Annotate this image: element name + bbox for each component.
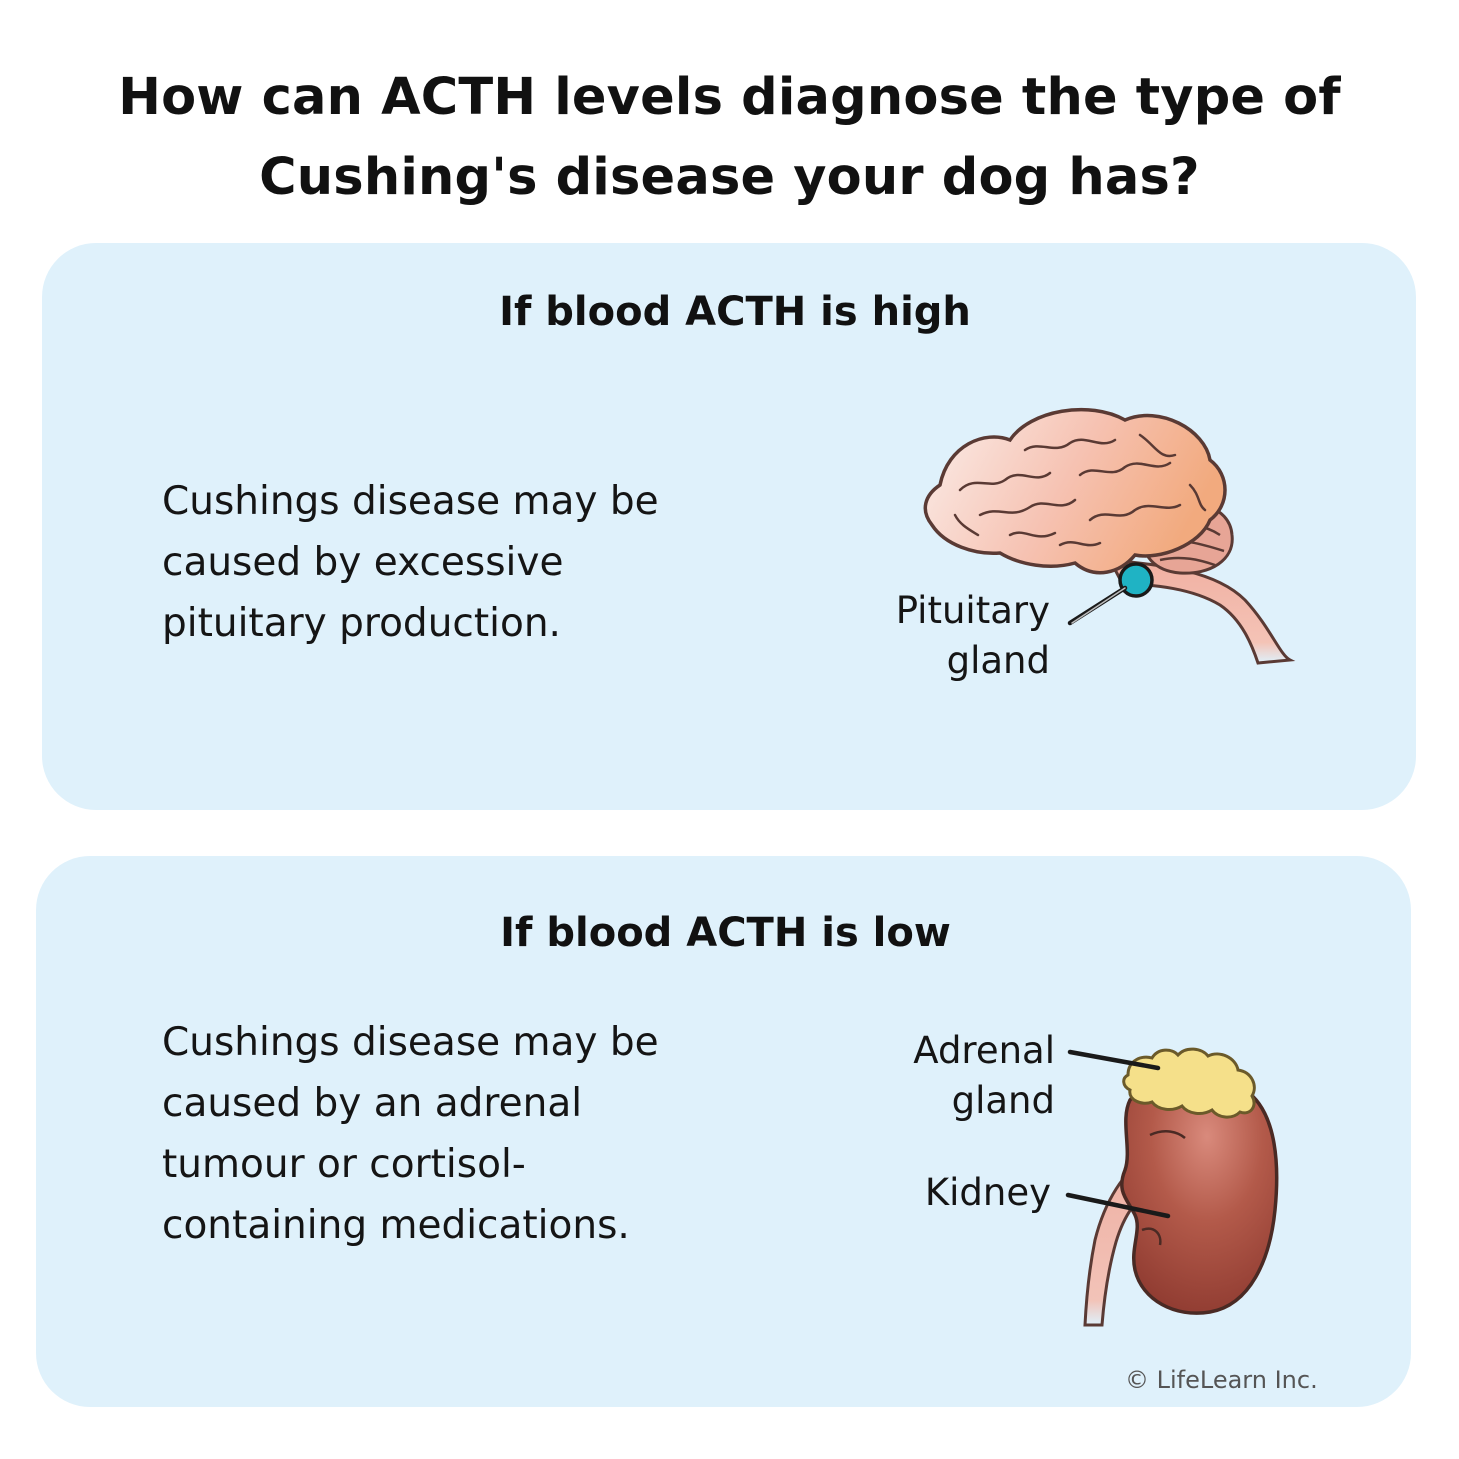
- pituitary-gland-dot: [1118, 562, 1154, 598]
- brainstem-shape: [1107, 558, 1296, 665]
- page-title-line-2: Cushing's disease your dog has?: [259, 148, 1200, 207]
- adrenal-leader-line: [1067, 1049, 1161, 1071]
- label-pituitary-line-2: gland: [947, 639, 1050, 682]
- kidney-illustration: Adrenal gland Kidney: [913, 1029, 1279, 1327]
- brain-illustration: Pituitary gland: [896, 407, 1296, 682]
- label-pituitary-line-1: Pituitary: [896, 589, 1050, 632]
- page-title-line-1: How can ACTH levels diagnose the type of: [118, 68, 1341, 127]
- panel-low-heading: If blood ACTH is low: [500, 910, 951, 956]
- panel-high-description: Cushings disease may be caused by excess…: [162, 479, 659, 646]
- cerebrum-shape: [923, 407, 1227, 575]
- copyright-notice: © LifeLearn Inc.: [1125, 1366, 1318, 1394]
- label-kidney: Kidney: [925, 1171, 1051, 1214]
- panel-acth-low: If blood ACTH is low Cushings disease ma…: [36, 856, 1411, 1407]
- label-adrenal-line-2: gland: [952, 1079, 1055, 1122]
- label-adrenal-line-1: Adrenal: [913, 1029, 1055, 1072]
- ureter-shape: [1083, 1157, 1157, 1327]
- kidney-leader-line: [1065, 1192, 1171, 1219]
- panel-low-description: Cushings disease may be caused by an adr…: [162, 1020, 659, 1248]
- page-title: How can ACTH levels diagnose the type of…: [0, 58, 1459, 218]
- panel-high-heading: If blood ACTH is high: [499, 289, 971, 335]
